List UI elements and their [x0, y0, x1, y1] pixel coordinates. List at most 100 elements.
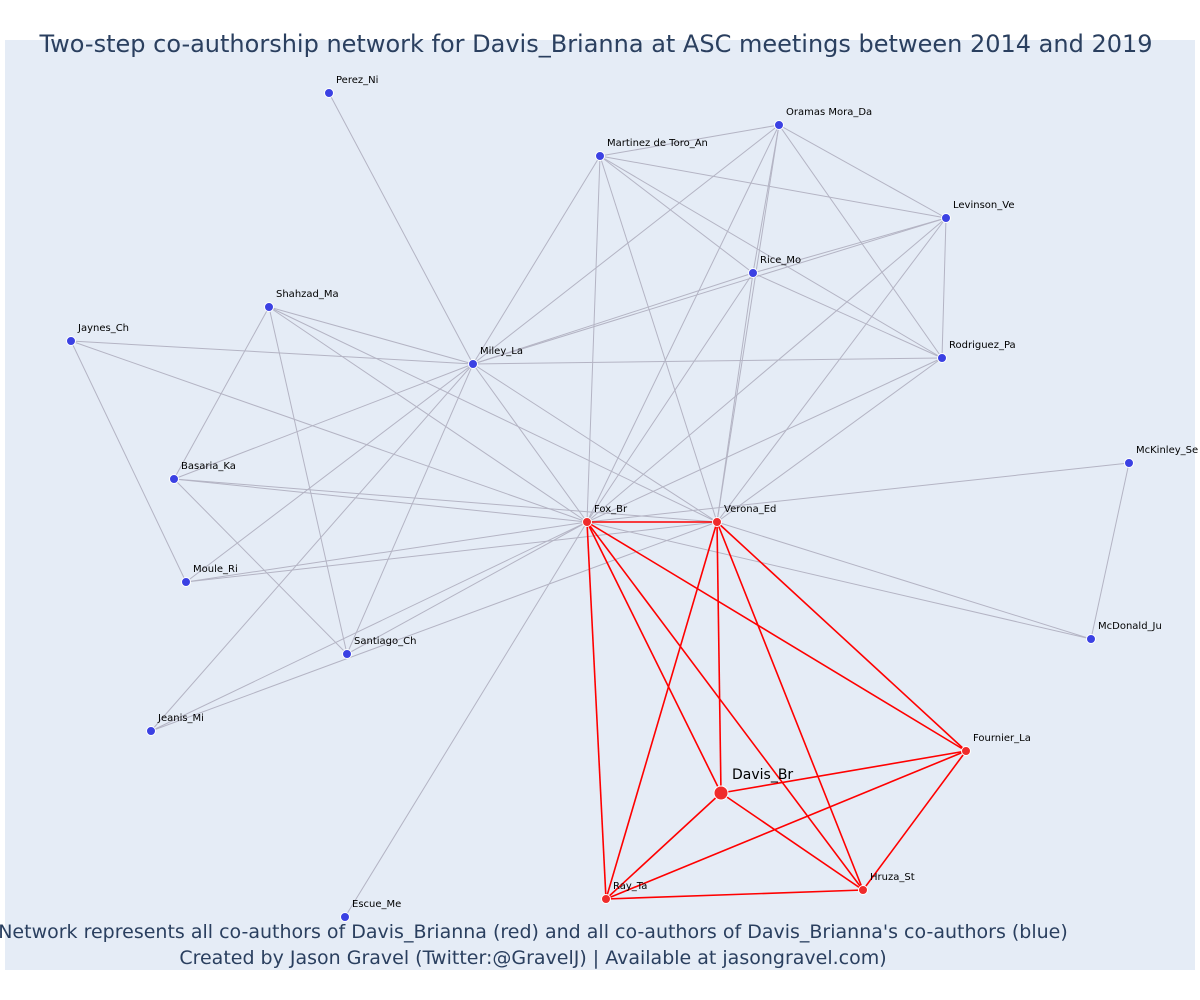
- edge-rodriguez-pa--fox-br: [586, 357, 943, 523]
- edge-jaynes-ch--miley-la: [70, 340, 474, 365]
- edge-basaria-ka--santiago-ch: [173, 478, 348, 655]
- node-label-jeanis-mi: Jeanis_Mi: [157, 713, 204, 724]
- node-martinez-de-toro-an[interactable]: [595, 151, 605, 161]
- edge-escue-me--fox-br: [344, 521, 588, 918]
- node-escue-me[interactable]: [340, 912, 350, 922]
- edge-verona-ed--hruza-st: [716, 521, 864, 891]
- node-oramas-mora-da[interactable]: [774, 120, 784, 130]
- node-label-davis-br: Davis_Br: [732, 767, 793, 783]
- edge-oramas-mora-da--martinez-de-toro-an: [599, 124, 780, 157]
- edge-jeanis-mi--verona-ed: [150, 521, 718, 732]
- edge-mcdonald-ju--fox-br: [586, 521, 1092, 640]
- node-hruza-st[interactable]: [858, 885, 868, 895]
- edge-basaria-ka--fox-br: [173, 478, 588, 523]
- edge-jaynes-ch--moule-ri: [70, 340, 187, 583]
- node-label-moule-ri: Moule_Ri: [193, 564, 238, 575]
- node-jaynes-ch[interactable]: [66, 336, 76, 346]
- edge-miley-la--moule-ri: [185, 363, 474, 583]
- edge-oramas-mora-da--miley-la: [472, 124, 780, 365]
- node-miley-la[interactable]: [468, 359, 478, 369]
- edge-perez-ni--miley-la: [328, 92, 474, 365]
- node-basaria-ka[interactable]: [169, 474, 179, 484]
- edge-rice-mo--miley-la: [472, 272, 754, 365]
- node-label-escue-me: Escue_Me: [352, 899, 401, 910]
- label-layer: Davis_Br Fox_Br Verona_EdFournier_LaHruza_…: [77, 75, 1198, 910]
- edge-levinson-ve--verona-ed: [716, 217, 947, 523]
- node-label-rodriguez-pa: Rodriguez_Pa: [949, 340, 1016, 351]
- edge-hruza-st--fournier-la: [862, 750, 967, 891]
- caption-line-2: Created by Jason Gravel (Twitter:@Gravel…: [179, 947, 886, 969]
- edge-oramas-mora-da--rodriguez-pa: [778, 124, 943, 359]
- edge-shahzad-ma--fox-br: [268, 306, 588, 523]
- node-rice-mo[interactable]: [748, 268, 758, 278]
- edge-moule-ri--fox-br: [185, 521, 588, 583]
- edge-shahzad-ma--basaria-ka: [173, 306, 270, 480]
- edge-fox-br--ray-ta: [586, 521, 607, 900]
- edge-fox-br--davis-br: [586, 521, 722, 794]
- node-fox-br[interactable]: [582, 517, 592, 527]
- edge-davis-br--ray-ta: [605, 792, 722, 900]
- node-perez-ni[interactable]: [324, 88, 334, 98]
- node-label-mckinley-se: McKinley_Se: [1136, 445, 1198, 456]
- node-label-hruza-st: Hruza_St: [870, 872, 915, 883]
- edge-martinez-de-toro-an--rice-mo: [599, 155, 754, 274]
- edge-rodriguez-pa--miley-la: [472, 357, 943, 365]
- node-label-levinson-ve: Levinson_Ve: [953, 200, 1014, 211]
- node-levinson-ve[interactable]: [941, 213, 951, 223]
- node-label-santiago-ch: Santiago_Ch: [354, 636, 416, 647]
- node-label-oramas-mora-da: Oramas Mora_Da: [786, 107, 872, 118]
- edge-levinson-ve--rodriguez-pa: [941, 217, 947, 359]
- plot-background: [5, 40, 1195, 970]
- node-jeanis-mi[interactable]: [146, 726, 156, 736]
- node-label-rice-mo: Rice_Mo: [760, 255, 801, 266]
- node-davis-br[interactable]: [713, 785, 729, 801]
- node-label-perez-ni: Perez_Ni: [336, 75, 378, 86]
- node-layer: [66, 88, 1134, 922]
- edge-shahzad-ma--santiago-ch: [268, 306, 348, 655]
- edge-shahzad-ma--miley-la: [268, 306, 474, 365]
- node-moule-ri[interactable]: [181, 577, 191, 587]
- edge-shahzad-ma--verona-ed: [268, 306, 718, 523]
- node-shahzad-ma[interactable]: [264, 302, 274, 312]
- node-verona-ed[interactable]: [712, 517, 722, 527]
- edge-rodriguez-pa--verona-ed: [716, 357, 943, 523]
- node-mckinley-se[interactable]: [1124, 458, 1134, 468]
- edge-miley-la--jeanis-mi: [150, 363, 474, 732]
- edge-mckinley-se--mcdonald-ju: [1090, 462, 1130, 640]
- edge-levinson-ve--miley-la: [472, 217, 947, 365]
- edge-miley-la--basaria-ka: [173, 363, 474, 480]
- node-ray-ta[interactable]: [601, 894, 611, 904]
- node-label-fox-br: Fox_Br: [594, 504, 628, 515]
- figure-title: Two-step co-authorship network for Davis…: [38, 30, 1152, 58]
- edge-jeanis-mi--fox-br: [150, 521, 588, 732]
- node-santiago-ch[interactable]: [342, 649, 352, 659]
- node-label-ray-ta: Ray_Ta: [613, 881, 647, 892]
- edge-fox-br--fournier-la: [586, 521, 967, 752]
- edge-rice-mo--rodriguez-pa: [752, 272, 943, 359]
- edge-jaynes-ch--fox-br: [70, 340, 588, 523]
- edge-miley-la--fox-br: [472, 363, 588, 523]
- edge-miley-la--santiago-ch: [346, 363, 474, 655]
- edge-rice-mo--verona-ed: [716, 272, 754, 523]
- edge-santiago-ch--fox-br: [346, 521, 588, 655]
- edge-ray-ta--hruza-st: [605, 889, 864, 900]
- edge-rice-mo--fox-br: [586, 272, 754, 523]
- node-label-verona-ed: Verona_Ed: [724, 504, 776, 515]
- node-fournier-la[interactable]: [961, 746, 971, 756]
- edge-oramas-mora-da--fox-br: [586, 124, 780, 523]
- node-label-fournier-la: Fournier_La: [973, 733, 1031, 744]
- edge-davis-br--fournier-la: [720, 750, 967, 794]
- node-rodriguez-pa[interactable]: [937, 353, 947, 363]
- edge-levinson-ve--rice-mo: [752, 217, 947, 274]
- edge-davis-br--hruza-st: [720, 792, 864, 891]
- edge-martinez-de-toro-an--rodriguez-pa: [599, 155, 943, 359]
- edge-oramas-mora-da--verona-ed: [716, 124, 780, 523]
- edge-mckinley-se--fox-br: [586, 462, 1130, 523]
- node-mcdonald-ju[interactable]: [1086, 634, 1096, 644]
- grey-edge-layer: [70, 92, 1130, 918]
- edge-ray-ta--fournier-la: [605, 750, 967, 900]
- edge-verona-ed--davis-br: [716, 521, 722, 794]
- edge-verona-ed--ray-ta: [605, 521, 718, 900]
- node-label-martinez-de-toro-an: Martinez de Toro_An: [607, 138, 708, 149]
